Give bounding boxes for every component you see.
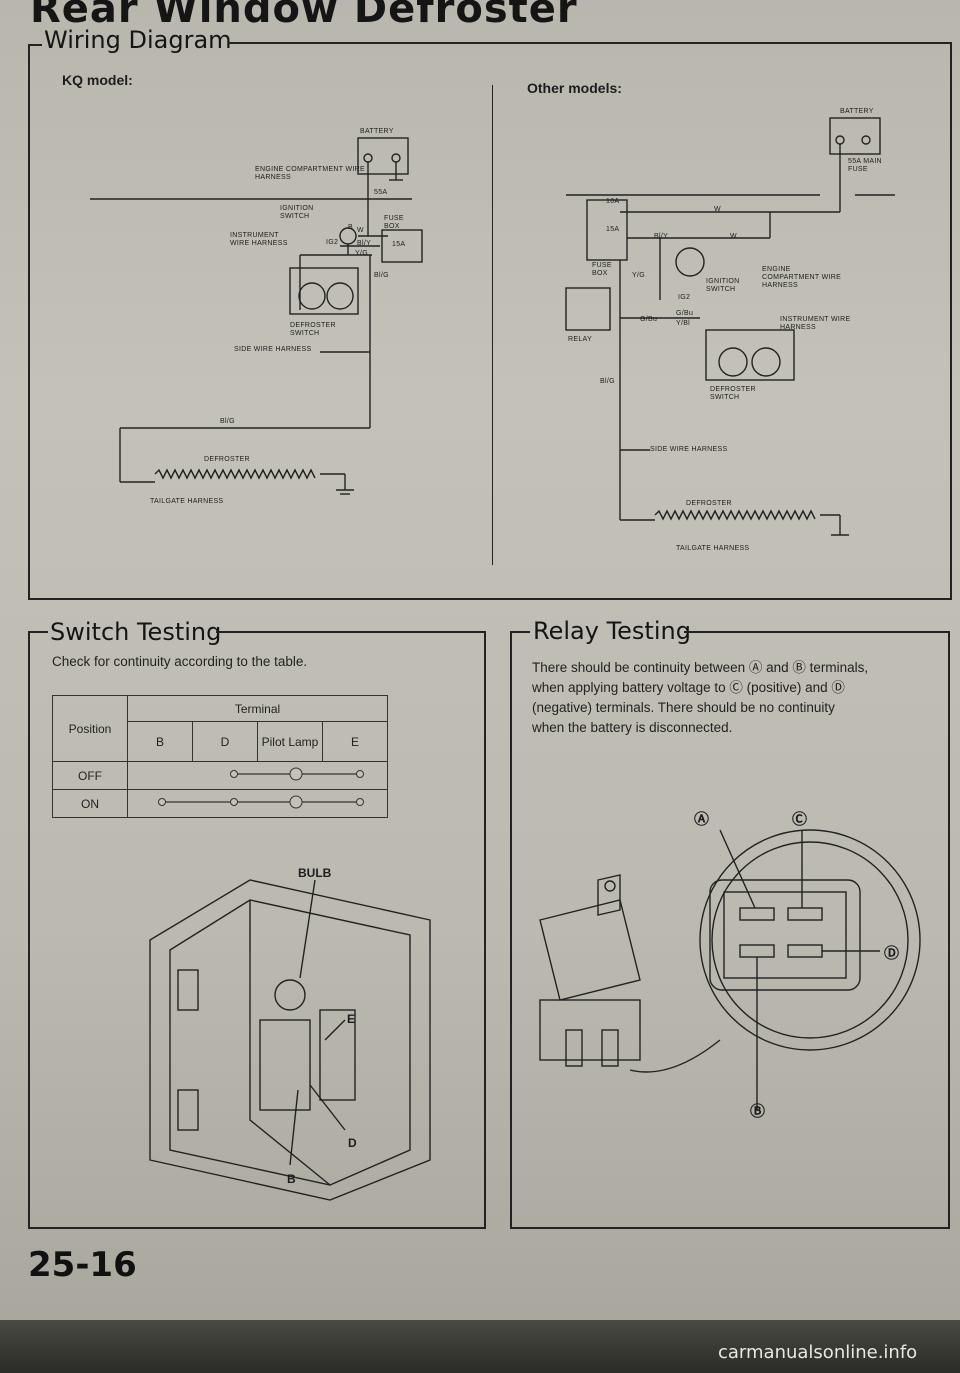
kq-w-label: W — [357, 227, 364, 234]
on-continuity-line — [157, 795, 364, 809]
bulb-label: BULB — [298, 866, 332, 880]
other-battery-label: BATTERY — [840, 108, 874, 115]
terminal-header: Terminal — [127, 695, 388, 722]
continuity-table: Position Terminal B D Pilot Lamp E OFF O… — [52, 695, 388, 818]
other-models-label: Other models: — [527, 80, 622, 96]
page-number: 25-16 — [28, 1245, 137, 1285]
relay-rule-right — [684, 631, 950, 633]
relay-terminal-d: Ⓓ — [884, 945, 900, 962]
kq-ignition-switch-label: IGNITION SWITCH — [280, 205, 314, 220]
other-ig2-label: IG2 — [678, 294, 691, 301]
other-10a-label: 10A — [606, 198, 620, 205]
other-instrument-harness-label: INSTRUMENT WIRE HARNESS — [780, 316, 851, 331]
frame-left — [28, 44, 30, 599]
col-b: B — [127, 721, 193, 762]
switch-rule-right — [216, 631, 484, 633]
position-header: Position — [52, 695, 128, 762]
wiring-diagram-title: Wiring Diagram — [44, 26, 232, 54]
other-ybl-label: Y/Bl — [676, 320, 691, 327]
wiring-divider — [492, 85, 493, 565]
other-gbu2-label: G/Bu — [640, 316, 658, 323]
other-engine-harness-label: ENGINE COMPARTMENT WIRE HARNESS — [762, 266, 842, 289]
table-row: OFF — [52, 761, 388, 790]
other-yg-label: Y/G — [632, 272, 645, 279]
watermark: carmanualsonline.info — [718, 1342, 918, 1363]
other-defroster-switch-label: DEFROSTER SWITCH — [710, 386, 756, 401]
kq-side-harness-label: SIDE WIRE HARNESS — [234, 346, 312, 353]
row-position: ON — [52, 789, 128, 818]
on-continuity-cell — [127, 789, 388, 818]
col-d: D — [192, 721, 258, 762]
terminal-e-label: E — [347, 1012, 356, 1026]
switch-rule-left — [28, 631, 48, 633]
relay-frame-right — [948, 631, 950, 1229]
kq-blg-lower-label: Bl/G — [220, 418, 235, 425]
frame-bottom — [28, 598, 952, 600]
page-heading: Rear Window Defroster — [30, 0, 578, 32]
switch-illustration — [149, 879, 431, 1201]
other-w-label: W — [714, 206, 721, 213]
switch-testing-title: Switch Testing — [50, 618, 222, 646]
other-side-harness-label: SIDE WIRE HARNESS — [650, 446, 728, 453]
switch-frame-right — [484, 631, 486, 1229]
relay-text-line-3: (negative) terminals. There should be no… — [532, 700, 835, 715]
terminal-b-label: B — [287, 1172, 296, 1186]
relay-frame-bottom — [510, 1227, 950, 1229]
table-row: ON — [52, 789, 388, 818]
relay-terminal-a: Ⓐ — [694, 811, 710, 828]
relay-text-line-1: There should be continuity between Ⓐ and… — [532, 660, 869, 675]
switch-intro: Check for continuity according to the ta… — [52, 654, 308, 669]
kq-55a-label: 55A — [374, 189, 388, 196]
kq-defroster-label: DEFROSTER — [204, 456, 250, 463]
relay-terminal-c: Ⓒ — [792, 811, 808, 828]
kq-instrument-harness-label: INSTRUMENT WIRE HARNESS — [230, 232, 288, 247]
switch-frame-left — [28, 631, 30, 1229]
relay-rule-left — [510, 631, 530, 633]
kq-bly-label: Bl/Y — [357, 240, 372, 247]
col-e: E — [322, 721, 388, 762]
kq-engine-harness-label: ENGINE COMPARTMENT WIRE HARNESS — [255, 166, 365, 181]
switch-frame-bottom — [28, 1227, 486, 1229]
kq-15a-label: 15A — [392, 241, 406, 248]
other-tailgate-label: TAILGATE HARNESS — [676, 545, 750, 552]
other-wiring-schematic — [565, 117, 895, 536]
row-position: OFF — [52, 761, 128, 790]
kq-blg-label: Bl/G — [374, 272, 389, 279]
other-15a-label: 15A — [606, 226, 620, 233]
off-continuity-cell — [127, 761, 388, 790]
other-bly-label: Bl/Y — [654, 233, 669, 240]
kq-defroster-switch-label: DEFROSTER SWITCH — [290, 322, 336, 337]
other-gbu-label: G/Bu — [676, 310, 694, 317]
other-fuse-box-label: FUSE BOX — [592, 262, 612, 277]
relay-text-line-4: when the battery is disconnected. — [532, 720, 733, 735]
relay-frame-left — [510, 631, 512, 1229]
other-blg-label: Bl/G — [600, 378, 615, 385]
other-defroster-label: DEFROSTER — [686, 500, 732, 507]
manual-page: Rear Window Defroster Wiring Diagram KQ … — [0, 0, 960, 1320]
relay-text-line-2: when applying battery voltage to Ⓒ (posi… — [532, 680, 845, 695]
dark-background — [0, 1320, 960, 1373]
kq-yg-label: Y/G — [355, 250, 368, 257]
other-w2-label: W — [730, 233, 737, 240]
other-ignition-switch-label: IGNITION SWITCH — [706, 278, 740, 293]
title-rule-right — [228, 42, 950, 44]
kq-wiring-schematic — [90, 137, 423, 495]
frame-right — [950, 42, 952, 599]
off-continuity-line — [229, 767, 364, 781]
other-main-fuse-label: 55A MAIN FUSE — [848, 158, 882, 173]
kq-fuse-box-label: FUSE BOX — [384, 215, 404, 230]
relay-testing-title: Relay Testing — [533, 617, 691, 645]
relay-terminal-b: Ⓑ — [750, 1103, 766, 1120]
terminal-d-label: D — [348, 1136, 357, 1150]
relay-illustration — [539, 829, 921, 1110]
col-pilot-lamp: Pilot Lamp — [257, 721, 323, 762]
kq-model-label: KQ model: — [62, 72, 133, 88]
title-rule-left — [28, 44, 42, 46]
kq-battery-label: BATTERY — [360, 128, 394, 135]
kq-ig2-label: IG2 — [326, 239, 339, 246]
kq-b-label: B — [348, 224, 353, 231]
other-relay-label: RELAY — [568, 336, 592, 343]
kq-tailgate-label: TAILGATE HARNESS — [150, 498, 224, 505]
